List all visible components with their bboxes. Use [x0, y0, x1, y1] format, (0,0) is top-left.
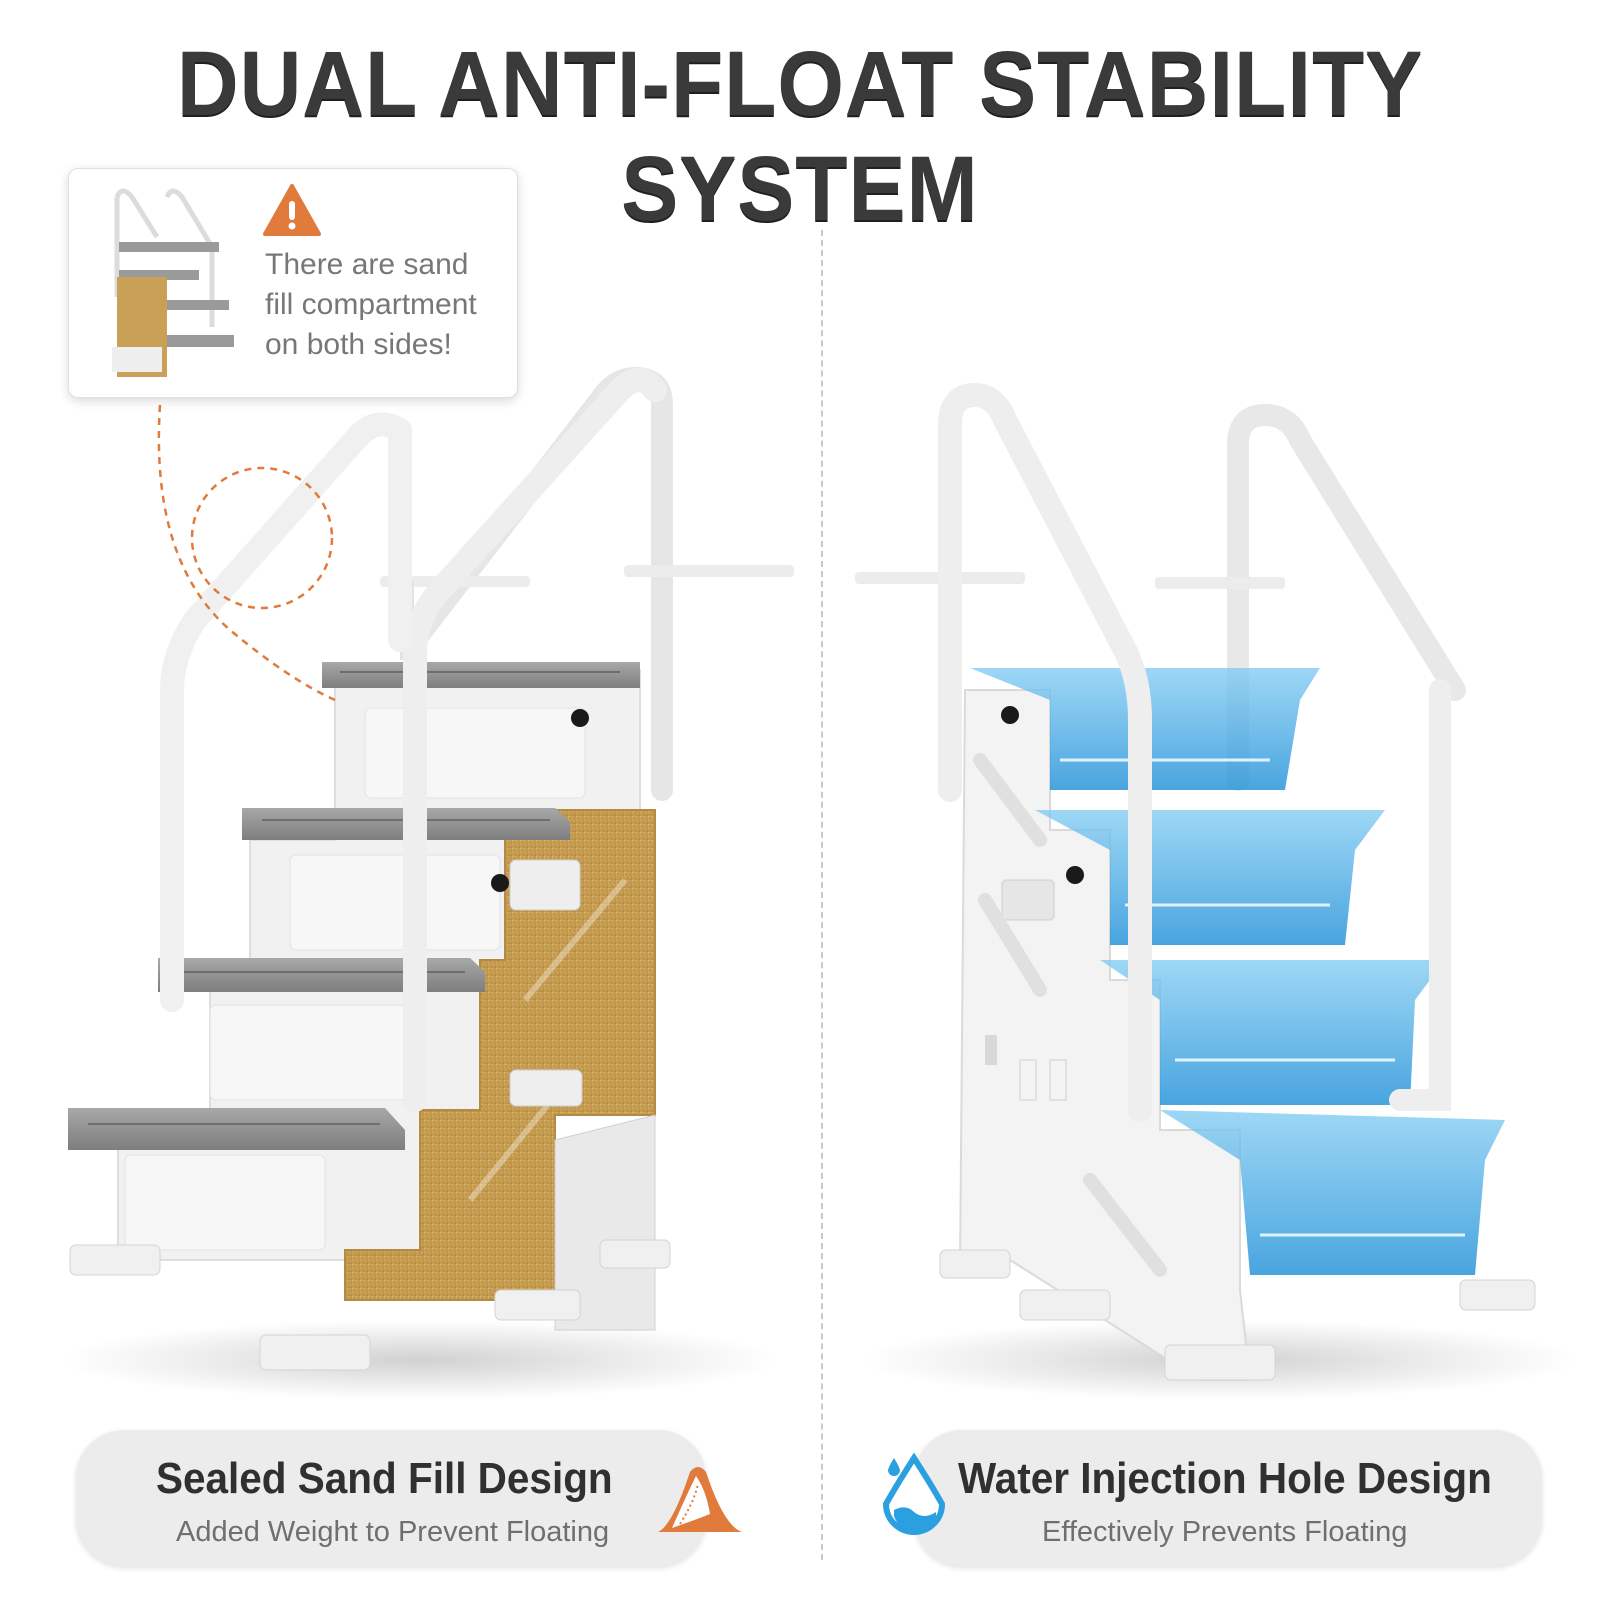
sand-compartment-callout: There are sand fill compartment on both …	[68, 168, 518, 398]
page-title: DUAL ANTI-FLOAT STABILITY SYSTEM	[176, 33, 1424, 240]
feature-water-injection: Water Injection Hole Design Effectively …	[882, 1430, 1542, 1566]
water-drop-icon	[882, 1452, 946, 1535]
callout-text: There are sand fill compartment on both …	[265, 245, 505, 365]
feature-water-injection-title: Water Injection Hole Design	[958, 1454, 1492, 1503]
callout-line-1: There are sand	[265, 248, 469, 281]
sand-pile-icon	[658, 1467, 742, 1532]
warning-triangle-icon	[263, 184, 321, 236]
sand-compartment-thumbnail	[112, 188, 234, 377]
center-divider	[821, 230, 823, 1560]
feature-water-injection-subtitle: Effectively Prevents Floating	[1042, 1516, 1408, 1548]
callout-line-2: fill compartment	[265, 288, 477, 321]
feature-sand-fill-subtitle: Added Weight to Prevent Floating	[176, 1516, 610, 1548]
left-step-unit	[68, 367, 794, 1371]
feature-sand-fill: Sealed Sand Fill Design Added Weight to …	[76, 1430, 742, 1566]
feature-sand-fill-title: Sealed Sand Fill Design	[156, 1454, 613, 1503]
callout-line-3: on both sides!	[265, 328, 452, 361]
right-step-unit	[855, 383, 1536, 1381]
